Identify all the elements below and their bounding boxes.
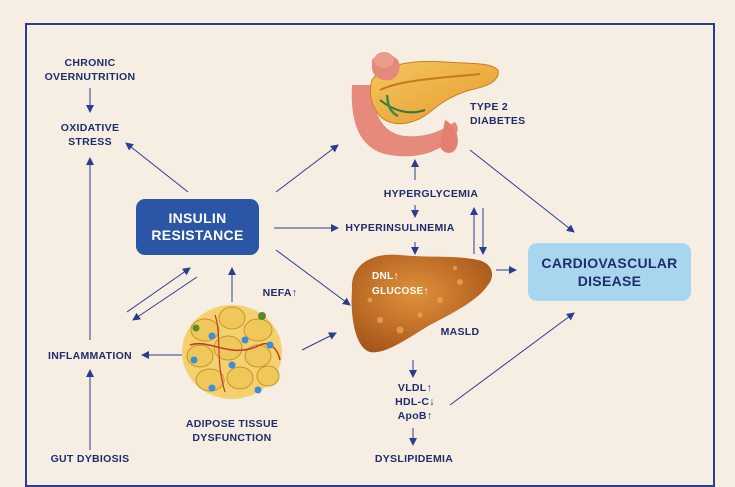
hyperglycemia-label: HYPERGLYCEMIA	[383, 188, 479, 200]
diagram-graphics	[86, 52, 575, 450]
dyslipidemia-label: DYSLIPIDEMIA	[374, 453, 454, 465]
adipose-tissue-dysfunction-label: ADIPOSE TISSUE DYSFUNCTION	[185, 418, 279, 445]
lipid-markers-label: VLDL↑ HDL-C↓ ApoB↑	[395, 382, 435, 423]
chronic-overnutrition-label: CHRONIC OVERNUTRITION	[44, 57, 136, 84]
cardiovascular-disease-box: CARDIOVASCULAR DISEASE	[528, 243, 691, 301]
arrows	[86, 88, 575, 450]
gut-dysbiosis-label: GUT DYBIOSIS	[50, 453, 130, 465]
oxidative-stress-label: OXIDATIVE STRESS	[60, 122, 120, 149]
nefa-label: NEFA↑	[262, 287, 298, 299]
type-2-diabetes-label: TYPE 2 DIABETES	[470, 101, 526, 128]
masld-label: MASLD	[440, 326, 480, 338]
liver-markers-label: DNL↑ GLUCOSE↑	[372, 271, 429, 297]
liver-icon	[351, 254, 493, 353]
inflammation-label: INFLAMMATION	[48, 350, 132, 362]
insulin-resistance-box: INSULIN RESISTANCE	[136, 199, 259, 255]
adipose-tissue-icon	[182, 305, 282, 399]
pancreas-icon	[351, 52, 499, 157]
hyperinsulinemia-label: HYPERINSULINEMIA	[345, 222, 455, 234]
